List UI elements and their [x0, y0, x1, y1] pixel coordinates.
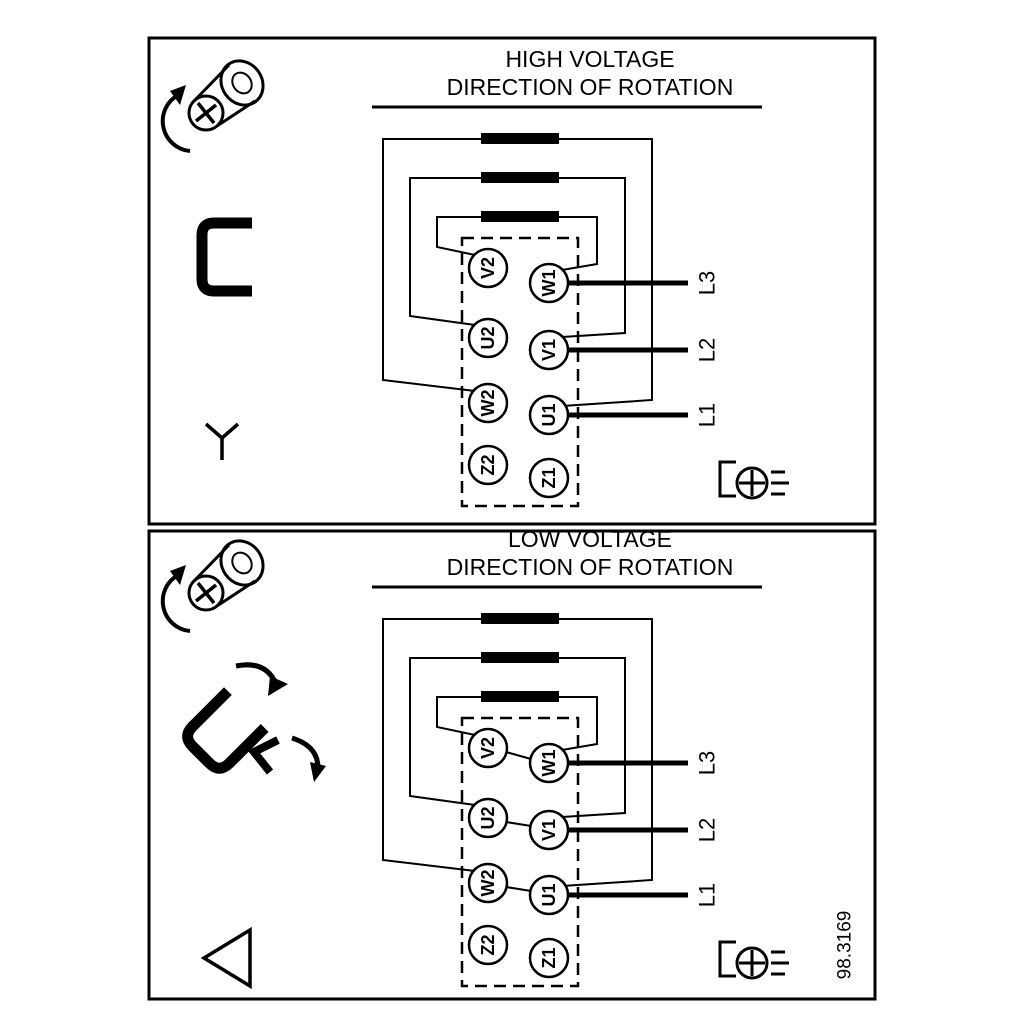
- terminal-z1: [528, 457, 570, 499]
- link-bar-1: [481, 613, 559, 624]
- terminal-label-v1: V1: [539, 339, 559, 361]
- panel-title-line1: LOW VOLTAGE: [508, 526, 672, 552]
- supply-label-l1: L1: [695, 403, 720, 427]
- screw-head-detail: [231, 551, 253, 575]
- screw-face: [187, 574, 225, 612]
- terminal-v1: [528, 809, 570, 851]
- supply-label-l2: L2: [695, 818, 720, 842]
- terminal-label-v2: V2: [478, 257, 498, 279]
- screw-slot: [196, 581, 216, 605]
- panel-title-line2: DIRECTION OF ROTATION: [447, 74, 734, 100]
- terminal-z2: [467, 444, 509, 486]
- terminal-board-outline: [460, 236, 580, 508]
- link-bar-2: [481, 172, 559, 183]
- terminal-u2: [467, 317, 509, 359]
- screw-body-edge: [193, 63, 231, 102]
- terminal-u1: [528, 874, 570, 916]
- screw-body-edge: [193, 543, 231, 582]
- star-arm: [204, 422, 224, 440]
- link-bar-3: [481, 691, 559, 702]
- ground-screw-head: [735, 466, 769, 500]
- ground-bracket: [718, 460, 736, 498]
- screw-body-edge: [216, 99, 256, 128]
- rotation-arrow-head: [170, 85, 186, 105]
- panel-title-line1: HIGH VOLTAGE: [505, 46, 674, 72]
- terminal-label-w2: W2: [478, 870, 498, 897]
- terminal-z2: [467, 924, 509, 966]
- terminal-board-outline: [460, 716, 580, 988]
- ground-screw-icon: [718, 460, 789, 500]
- terminal-label-v1: V1: [539, 819, 559, 841]
- panel-frame: [147, 529, 877, 1001]
- supply-label-l1: L1: [695, 883, 720, 907]
- panel-title-line2: DIRECTION OF ROTATION: [447, 554, 734, 580]
- rotation-arrow-arc: [160, 573, 191, 633]
- terminal-v2: [467, 727, 509, 769]
- terminal-z1: [528, 937, 570, 979]
- pair-jumper-u2-v1: [505, 821, 532, 827]
- terminal-label-v2: V2: [478, 737, 498, 759]
- star-symbol-icon: [204, 422, 240, 460]
- terminal-label-u1: U1: [539, 883, 559, 906]
- screw-slot: [196, 101, 216, 125]
- terminal-label-z2: Z2: [478, 934, 498, 955]
- panel-frame: [147, 36, 877, 526]
- links-rearrange-icon: [182, 662, 326, 782]
- terminal-u1: [528, 394, 570, 436]
- delta-symbol-icon: [200, 926, 252, 990]
- panel-high-voltage: HIGH VOLTAGE DIRECTION OF ROTATION L3 L2…: [147, 36, 877, 526]
- star-arm: [220, 422, 240, 440]
- terminal-label-z1: Z1: [539, 947, 559, 968]
- panel-low-voltage: LOW VOLTAGE DIRECTION OF ROTATION L3 L2 …: [147, 526, 877, 1001]
- terminal-label-w1: W1: [539, 270, 559, 297]
- link-bar-2: [481, 652, 559, 663]
- rotation-arrow-arc: [160, 93, 191, 153]
- ground-bracket: [718, 940, 736, 978]
- ground-screw-head: [735, 946, 769, 980]
- terminal-label-u2: U2: [478, 326, 498, 349]
- pair-jumper-v2-w1: [505, 751, 532, 760]
- terminal-v2: [467, 247, 509, 289]
- link-bracket: [196, 217, 252, 297]
- terminal-label-z1: Z1: [539, 467, 559, 488]
- terminal-u2: [467, 797, 509, 839]
- supply-label-l2: L2: [695, 338, 720, 362]
- terminal-link-icon: [196, 217, 252, 297]
- rotation-arrow-head: [170, 565, 186, 585]
- pair-jumper-w2-u1: [505, 886, 532, 892]
- terminal-w2: [467, 382, 509, 424]
- supply-label-l3: L3: [695, 271, 720, 295]
- move-arrow-head: [310, 762, 326, 782]
- terminal-w2: [467, 862, 509, 904]
- figure-number: 98.3169: [835, 911, 856, 980]
- terminal-v1: [528, 329, 570, 371]
- supply-label-l3: L3: [695, 751, 720, 775]
- terminal-w1: [528, 262, 570, 304]
- terminal-label-z2: Z2: [478, 454, 498, 475]
- screw-face: [187, 94, 225, 132]
- screw-body-edge: [216, 579, 256, 608]
- move-arrow-head: [268, 676, 288, 696]
- link-bar-1: [481, 133, 559, 144]
- terminal-w1: [528, 742, 570, 784]
- terminal-label-u1: U1: [539, 403, 559, 426]
- terminal-label-u2: U2: [478, 806, 498, 829]
- screw-head-detail: [231, 71, 253, 95]
- link-bar-3: [481, 211, 559, 222]
- screw-rotation-icon: [160, 59, 265, 153]
- link-bracket: [182, 687, 269, 774]
- terminal-label-w2: W2: [478, 390, 498, 417]
- screw-rotation-icon: [160, 539, 265, 633]
- terminal-label-w1: W1: [539, 750, 559, 777]
- link-piece: [247, 736, 280, 775]
- ground-screw-icon: [718, 940, 789, 980]
